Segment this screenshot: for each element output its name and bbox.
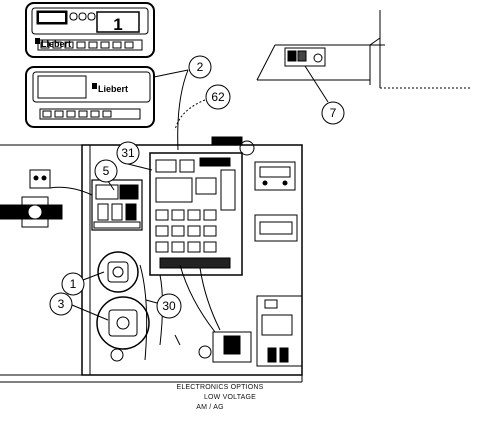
caption-low-voltage: LOW VOLTAGE (203, 394, 257, 401)
display-panel-bottom (25, 66, 155, 128)
canisters (96, 251, 163, 362)
lower-components (174, 264, 252, 363)
svg-text:7: 7 (330, 106, 337, 120)
svg-text:Liebert: Liebert (98, 84, 128, 94)
svg-text:5: 5 (103, 164, 110, 178)
callout-3: 3 (49, 292, 109, 321)
callout-31: 31 (116, 141, 153, 171)
side-transformer (0, 169, 93, 228)
callout-5: 5 (94, 159, 118, 191)
svg-text:1: 1 (70, 277, 77, 291)
svg-text:2: 2 (197, 60, 204, 74)
svg-text:3: 3 (58, 297, 65, 311)
svg-text:62: 62 (211, 90, 225, 104)
callout-30: 30 (145, 293, 182, 319)
caption-model: AM / AG (196, 404, 224, 411)
svg-text:31: 31 (121, 146, 135, 160)
main-cabinet (0, 136, 303, 383)
right-terminal-boards (254, 161, 303, 367)
svg-text:30: 30 (162, 299, 176, 313)
callout-2: 2 (153, 55, 212, 151)
unit-corner-detail (256, 10, 470, 103)
liebert-logo-bottom: Liebert (92, 83, 128, 94)
display-digit: 1 (113, 15, 122, 34)
relay-board (91, 179, 143, 231)
control-board (149, 152, 243, 276)
callout-1: 1 (61, 271, 105, 296)
liebert-logo-top: Liebert (35, 38, 71, 49)
callout-62: 62 (174, 84, 231, 131)
display-panel-top (25, 2, 155, 58)
callout-7: 7 (321, 101, 345, 125)
caption-electronics-options: ELECTRONICS OPTIONS (176, 384, 264, 391)
svg-text:Liebert: Liebert (41, 39, 71, 49)
